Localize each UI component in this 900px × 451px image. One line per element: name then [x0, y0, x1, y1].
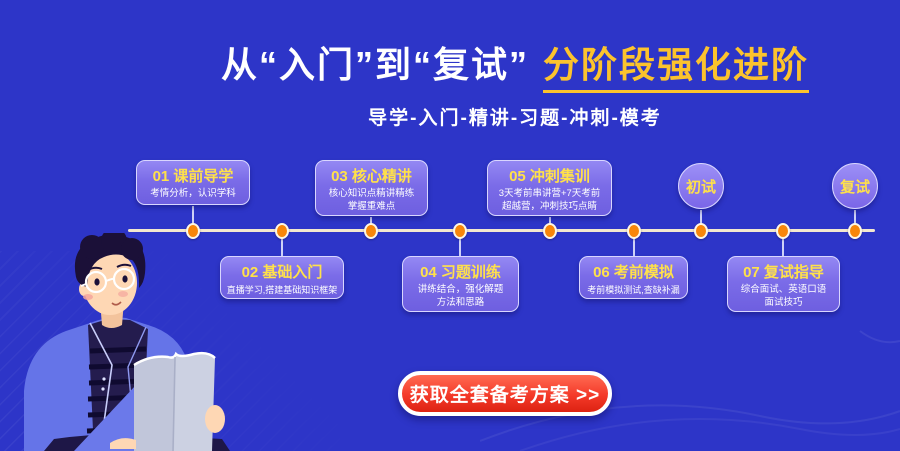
stage-card-title: 06 考前模拟 — [593, 264, 674, 281]
stage-card-title: 02 基础入门 — [241, 264, 323, 281]
connector-line — [700, 210, 702, 226]
connector-line — [281, 238, 283, 256]
timeline-dot — [776, 223, 790, 239]
wave-decoration — [480, 330, 900, 451]
stage-card-04: 04 习题训练 讲练结合，强化解题 方法和思路 — [402, 256, 519, 312]
timeline-dot — [186, 223, 200, 239]
subtitle-stage-list: 导学-入门-精讲-习题-冲刺-模考 — [368, 108, 662, 129]
badge-label: 初试 — [685, 178, 716, 196]
stage-card-02: 02 基础入门 直播学习,搭建基础知识框架 — [220, 256, 344, 299]
stage-card-05: 05 冲刺集训 3天考前串讲营+7天考前 超越营，冲刺技巧点睛 — [487, 160, 612, 216]
timeline-dot — [275, 223, 289, 239]
stage-card-desc: 方法和思路 — [436, 296, 485, 308]
stage-card-03: 03 核心精讲 核心知识点精讲精练 掌握重难点 — [315, 160, 428, 216]
connector-line — [854, 210, 856, 226]
stage-card-desc: 直播学习,搭建基础知识框架 — [226, 285, 338, 295]
page-title: 从“入门”到“复试” 分阶段强化进阶 — [120, 36, 900, 93]
stage-card-desc: 掌握重难点 — [347, 200, 396, 212]
timeline-dot — [848, 223, 862, 239]
stage-card-title: 07 复试指导 — [743, 264, 824, 281]
timeline-axis — [128, 229, 875, 232]
connector-line — [370, 217, 372, 227]
connector-line — [633, 238, 635, 256]
badge-label: 复试 — [839, 178, 870, 196]
stage-card-desc: 核心知识点精讲精练 — [328, 188, 415, 199]
student-illustration — [24, 233, 230, 451]
stage-card-06: 06 考前模拟 考前模拟测试,查缺补漏 — [579, 256, 688, 299]
stage-card-07: 07 复试指导 综合面试、英语口语 面试技巧 — [727, 256, 840, 312]
connector-line — [782, 238, 784, 256]
stage-card-desc: 综合面试、英语口语 — [740, 284, 827, 295]
stage-card-desc: 超越营，冲刺技巧点睛 — [501, 200, 597, 212]
connector-line — [192, 206, 194, 226]
stage-card-desc: 3天考前串讲营+7天考前 — [498, 188, 601, 199]
timeline-dot — [453, 223, 467, 239]
stage-card-01: 01 课前导学 考情分析，认识学科 — [136, 160, 250, 205]
stage-card-title: 01 课前导学 — [152, 168, 234, 185]
stage-card-title: 05 冲刺集训 — [509, 168, 590, 185]
stage-card-title: 03 核心精讲 — [331, 168, 412, 185]
timeline-dot — [543, 223, 557, 239]
connector-line — [459, 238, 461, 256]
stage-card-desc: 考情分析，认识学科 — [150, 188, 236, 199]
badge-first-exam: 初试 — [678, 163, 724, 209]
stage-card-desc: 考前模拟测试,查缺补漏 — [587, 285, 680, 295]
get-plan-button[interactable]: 获取全套备考方案 >> — [398, 371, 612, 416]
stage-card-desc: 讲练结合，强化解题 — [417, 284, 504, 295]
hero-header: 从“入门”到“复试” 分阶段强化进阶 导学-入门-精讲-习题-冲刺-模考 — [120, 36, 900, 130]
connector-line — [549, 217, 551, 227]
stage-card-title: 04 习题训练 — [420, 264, 501, 281]
timeline-dot — [694, 223, 708, 239]
timeline-dot — [627, 223, 641, 239]
title-main: 从“入门”到“复试” — [220, 44, 529, 85]
stage-card-desc: 面试技巧 — [764, 296, 803, 308]
title-highlight: 分阶段强化进阶 — [543, 44, 810, 93]
timeline-dot — [364, 223, 378, 239]
badge-second-exam: 复试 — [832, 163, 878, 209]
